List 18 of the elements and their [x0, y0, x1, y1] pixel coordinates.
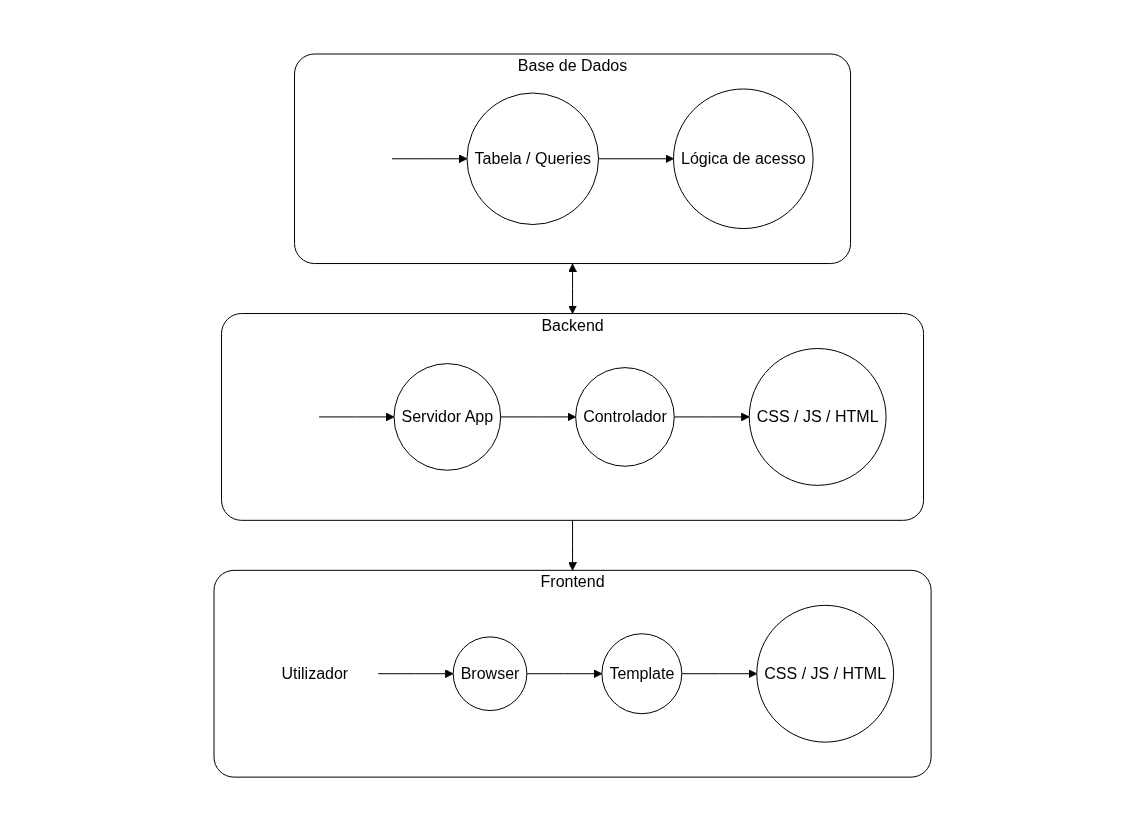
node-circle: CSS / JS / HTML	[749, 348, 887, 487]
arrow	[681, 669, 758, 679]
node-circle: Lógica de acesso	[673, 88, 814, 230]
arrow	[568, 263, 578, 315]
arrow	[319, 412, 395, 422]
node-circle: Controlador	[575, 367, 676, 468]
node-circle: Servidor App	[394, 363, 502, 472]
node-circle: Tabela / Queries	[467, 92, 600, 226]
arrow	[568, 520, 578, 572]
node-circle: CSS / JS / HTML	[756, 605, 895, 744]
arrow	[526, 669, 603, 679]
node-text: Utilizador	[281, 665, 349, 683]
node-circle: Browser	[453, 636, 528, 712]
arrow	[598, 154, 675, 164]
arrow	[392, 154, 468, 164]
node-circle: Template	[601, 633, 683, 715]
arrow	[378, 669, 455, 679]
arrow	[500, 412, 577, 422]
